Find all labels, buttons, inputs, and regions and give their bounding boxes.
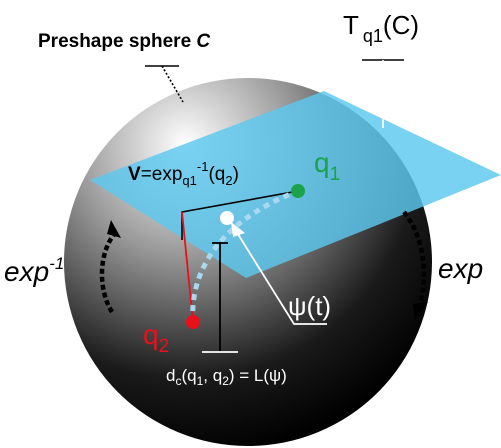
q1-label: q1 [314,147,340,185]
tangent-leader [362,59,404,128]
q1-point [291,184,305,198]
vector-label: V=expq1-1(q2) [128,159,239,188]
psi-point [220,211,234,225]
sphere-leader [145,65,184,103]
preshape-sphere-label: Preshape sphere C [38,31,210,52]
exp-inverse-arrow [99,220,121,314]
q2-projection-line [181,211,194,323]
distance-label: dc(q1, q2) = L(ψ) [166,366,287,388]
psi-label: ψ(t) [288,291,331,321]
exp-inverse-label: exp-1 [4,254,64,287]
geodesic-curve [190,188,299,323]
q2-label: q2 [143,319,169,357]
exp-arrow [402,210,428,320]
distance-bracket [202,242,238,353]
psi-arrow [231,222,327,325]
q2-point [186,315,200,329]
exp-label: exp [438,253,483,284]
